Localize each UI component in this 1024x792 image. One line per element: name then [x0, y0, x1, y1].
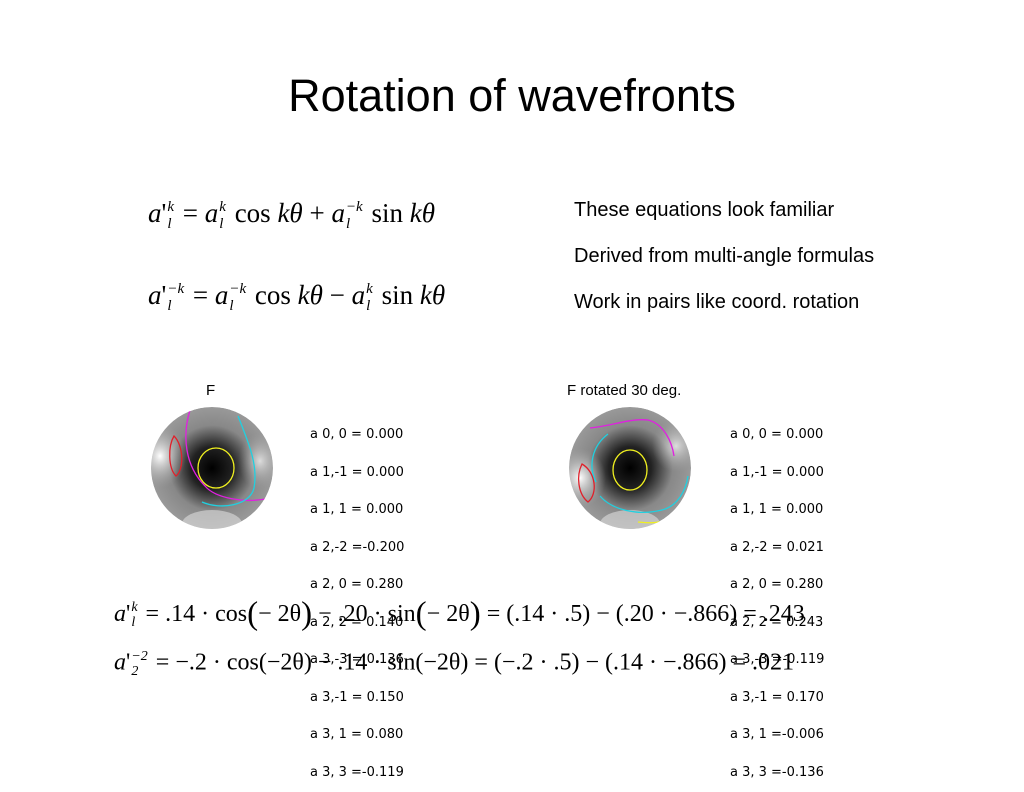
coefficient-row: a 0, 0 = 0.000 [310, 427, 404, 442]
eq2-cos: cos [254, 280, 291, 311]
worked-eq1-rhs: = .14 · cos [145, 601, 248, 627]
eq2-prime: ' [161, 280, 167, 311]
worked-eq2-sub: 2 [131, 664, 139, 679]
eq2-sup-2: −k [229, 281, 247, 297]
worked-eq2-rhs: = −.2 · cos(−2θ) − .14 · sin(−2θ) = (−.2… [155, 649, 795, 676]
coefficient-row: a 3,-1 = 0.150 [310, 689, 404, 705]
coefficient-row: a 2, 0 = 0.280 [310, 577, 404, 592]
worked-eq2-symbol-a: a [114, 649, 126, 676]
coefficient-row: a 2, 2 = 0.243 [730, 614, 824, 630]
worked-eq1-arg-1: − 2θ [258, 601, 302, 627]
eq1-plus: + [309, 198, 325, 229]
coefficient-row: a 3, 1 = 0.080 [310, 727, 404, 742]
wavefront-disk-original [151, 407, 273, 529]
coefficient-row: a 2,-2 = 0.021 [730, 539, 824, 555]
bullet-list: These equations look familiar Derived fr… [574, 196, 874, 334]
worked-eq1-open-paren-1: ( [247, 596, 259, 632]
eq1-prime: ' [161, 198, 167, 229]
eq1-sin: sin [371, 198, 403, 229]
worked-eq1-close-paren-2: ) [469, 596, 481, 632]
eq1-symbol-a-3: a [331, 198, 345, 229]
eq1-sub-3: l [345, 216, 351, 232]
worked-eq1-arg-2: − 2θ [426, 601, 470, 627]
bullet-item: Derived from multi-angle formulas [574, 245, 875, 267]
eq2-k-theta-2: kθ [419, 280, 446, 311]
eq1-sup-3: −k [345, 199, 363, 215]
worked-eq1-mid: − .20 · sin [312, 601, 416, 627]
worked-eq1-symbol-a: a [114, 601, 126, 627]
eq1-cos: cos [234, 198, 271, 229]
worked-eq1-prime: ' [126, 601, 131, 627]
eq1-symbol-a-2: a [204, 198, 219, 229]
worked-eq1-close-paren-1: ) [301, 596, 313, 632]
bullet-item: These equations look familiar [574, 199, 835, 221]
coefficient-row: a 3,-1 = 0.170 [730, 689, 824, 705]
eq1-sup-2: k [219, 199, 226, 215]
eq1-sup-1: k [167, 199, 175, 215]
eq2-symbol-a-2: a [214, 280, 229, 311]
wavefront-disk-rotated [569, 407, 691, 529]
eq1-symbol-a: a [148, 198, 162, 229]
worked-eq1-tail: = (.14 · .5) − (.20 · −.866) = .243 [480, 601, 805, 627]
coefficient-row: a 2, 0 = 0.280 [730, 577, 824, 592]
eq1-equals: = [182, 198, 199, 229]
eq2-symbol-a-3: a [351, 280, 366, 311]
worked-eq1-open-paren-2: ( [415, 596, 427, 632]
coefficient-row: a 1,-1 = 0.000 [730, 464, 824, 480]
eq1-sub-2: l [219, 216, 224, 232]
coefficient-row: a 1, 1 = 0.000 [730, 502, 824, 517]
coefficient-row: a 3,-3 = 0.136 [310, 652, 404, 667]
worked-eq2-prime: ' [126, 649, 131, 676]
coefficient-row: a 3, 1 =-0.006 [730, 727, 824, 742]
eq2-equals: = [192, 280, 209, 311]
slide-title: Rotation of wavefronts [288, 70, 736, 121]
coefficient-row: a 0, 0 = 0.000 [730, 427, 824, 442]
eq2-symbol-a: a [148, 280, 162, 311]
coefficient-row: a 3,-3 =-0.119 [730, 652, 825, 667]
eq2-sub-3: l [366, 298, 371, 314]
bullet-item: Work in pairs like coord. rotation [574, 291, 860, 313]
coefficient-row: a 1, 1 = 0.000 [310, 502, 404, 517]
coefficient-row: a 2, 2 = 0.140 [310, 614, 404, 630]
coefficient-row: a 1,-1 = 0.000 [310, 464, 404, 480]
coefficient-row: a 3, 3 =-0.119 [310, 764, 404, 780]
worked-eq1-sub: l [131, 615, 136, 631]
eq2-k-theta-1: kθ [297, 280, 323, 311]
eq2-sup-3: k [366, 281, 373, 297]
coefficient-row: a 3, 3 =-0.136 [730, 764, 824, 780]
eq1-sub-1: l [167, 216, 172, 232]
eq2-minus: − [329, 280, 345, 311]
eq1-k-theta-2: kθ [409, 198, 435, 229]
eq2-sup-1: −k [167, 281, 185, 297]
eq2-sub-1: l [167, 298, 172, 314]
coefficient-row: a 2,-2 =-0.200 [310, 539, 405, 555]
eq2-sub-2: l [229, 298, 234, 314]
eq1-k-theta-1: kθ [277, 198, 303, 229]
worked-eq2-sup: −2 [131, 649, 148, 664]
left-panel-title: F [206, 382, 216, 399]
right-panel-title: F rotated 30 deg. [567, 382, 682, 399]
worked-eq1-sup: k [131, 600, 138, 616]
eq2-sin: sin [381, 280, 414, 311]
